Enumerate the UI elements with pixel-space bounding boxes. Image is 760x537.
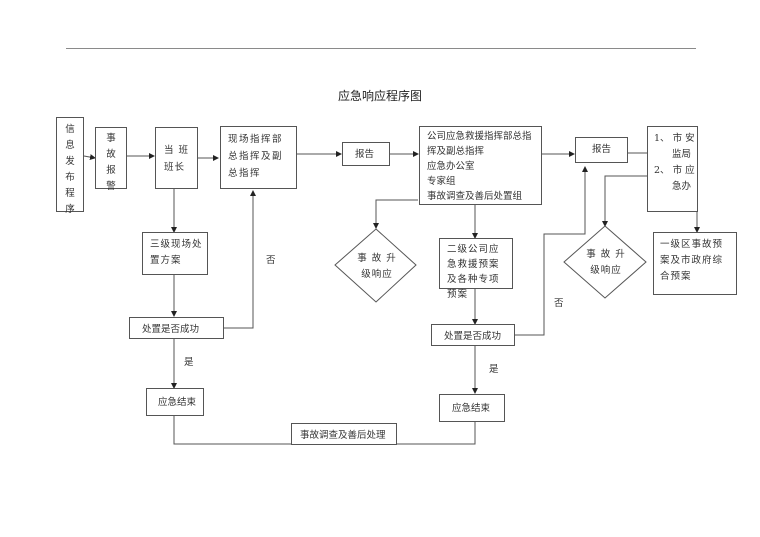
- edge-label-yes1: 是: [184, 357, 194, 368]
- escalate2-line: 事 故 升: [586, 249, 626, 260]
- header-rule: [66, 48, 696, 49]
- escalate2-diamond: [563, 225, 647, 299]
- company-command-box: 公司应急救援指挥部总指 挥及副总指挥 应急办公室 专家组 事故调查及善后处置组: [419, 126, 542, 205]
- city-agencies-box: 1、 市 安 监局 2、 市 应 急办: [647, 126, 698, 212]
- end2-label: 应急结束: [452, 403, 491, 414]
- site-command-box: 现场指挥部总指挥及副总指挥: [220, 126, 297, 189]
- edge-check1-no-to-site: [223, 190, 256, 329]
- company-command-line: 事故调查及善后处置组: [427, 191, 523, 202]
- escalate2-label: 事 故 升 级响应: [575, 247, 637, 279]
- accident-report-label: 事故报警: [106, 133, 116, 192]
- check1-label: 处置是否成功: [142, 324, 200, 335]
- escalate2-line: 级响应: [590, 265, 622, 276]
- level1-plan-label: 一级区事故预案及市政府综合预案: [660, 239, 724, 282]
- site-command-label: 现场指挥部总指挥及副总指挥: [228, 134, 284, 179]
- level2-plan-label: 二级公司应急救援预案及各种专项预案: [447, 244, 500, 300]
- edge-label-no2: 否: [554, 298, 564, 309]
- diagram-title: 应急响应程序图: [337, 89, 422, 103]
- level1-plan-box: 一级区事故预案及市政府综合预案: [653, 232, 737, 295]
- report2-box: 报告: [575, 137, 628, 163]
- end2-box: 应急结束: [439, 394, 505, 422]
- info-release-box: 信息发布程序: [56, 117, 84, 215]
- info-release-label: 信息发布程序: [65, 124, 75, 215]
- company-command-line: 专家组: [427, 176, 456, 187]
- city-agency-line: 2、 市 应: [654, 165, 695, 176]
- check1-box: 处置是否成功: [129, 317, 224, 339]
- check2-box: 处置是否成功: [431, 324, 515, 346]
- edge-company-to-escalate1: [373, 199, 418, 229]
- edge-city-to-escalate2: [602, 175, 648, 227]
- report1-label: 报告: [355, 149, 375, 160]
- edge-info-to-report: [83, 154, 96, 161]
- escalate1-line: 级响应: [361, 269, 393, 280]
- shift-leader-label: 当 班班长: [164, 145, 190, 173]
- edge-label-yes2: 是: [489, 364, 499, 375]
- escalate1-line: 事 故 升: [357, 253, 397, 264]
- escalate1-diamond: [334, 228, 417, 303]
- level3-plan-label: 三级现场处置方案: [150, 239, 203, 266]
- investigation-label: 事故调查及善后处理: [300, 430, 386, 441]
- end1-label: 应急结束: [158, 397, 197, 408]
- city-agency-line: 1、 市 安: [654, 133, 695, 144]
- shift-leader-box: 当 班班长: [155, 127, 198, 189]
- report2-label: 报告: [592, 144, 612, 155]
- company-command-line: 挥及副总指挥: [427, 146, 485, 157]
- accident-report-box: 事故报警: [95, 127, 127, 192]
- city-agency-line: 急办: [672, 181, 692, 192]
- check2-label: 处置是否成功: [444, 331, 502, 342]
- investigation-box: 事故调查及善后处理: [291, 423, 397, 445]
- level2-plan-box: 二级公司应急救援预案及各种专项预案: [439, 238, 513, 300]
- edge-check2-no-to-report2: [514, 166, 588, 336]
- end1-box: 应急结束: [146, 388, 204, 416]
- company-command-line: 应急办公室: [427, 161, 475, 172]
- level3-plan-box: 三级现场处置方案: [142, 232, 208, 275]
- edge-label-no1: 否: [266, 255, 276, 266]
- report1-box: 报告: [342, 142, 390, 166]
- city-agency-line: 监局: [672, 149, 692, 160]
- escalate1-label: 事 故 升 级响应: [346, 251, 408, 283]
- company-command-line: 公司应急救援指挥部总指: [427, 131, 532, 142]
